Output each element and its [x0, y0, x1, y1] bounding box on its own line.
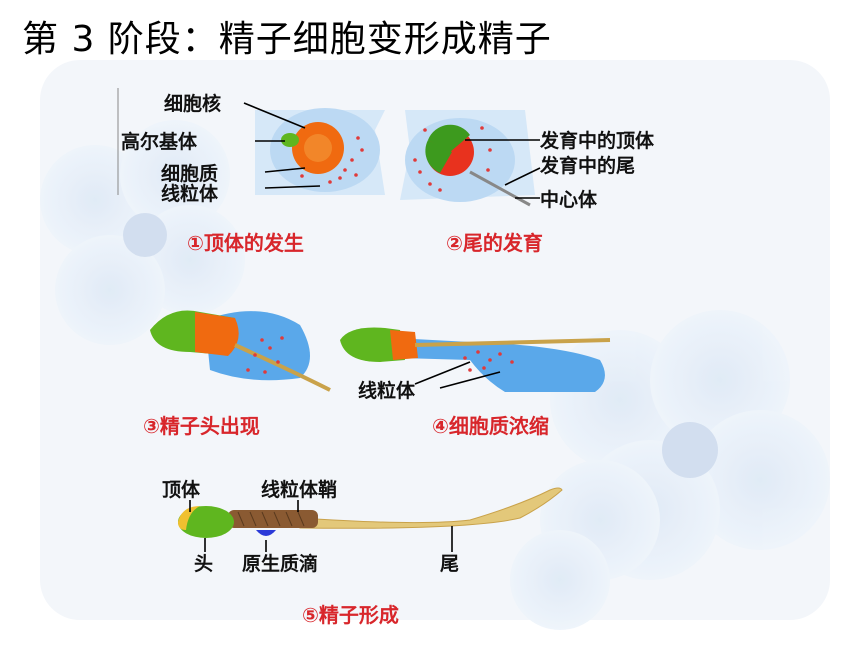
panel-1: 细胞核 高尔基体 细胞质 线粒体 ①顶体的发生 [121, 92, 385, 255]
mitochondria-dots-3 [246, 336, 284, 374]
mitochondria-dots-4 [463, 350, 514, 372]
developing-acrosome [428, 124, 470, 152]
leader-lines-4 [414, 361, 501, 389]
caption-2: ②尾的发育 [446, 231, 543, 255]
label-cytoplasm: 细胞质 [161, 162, 218, 185]
mitochondria-dots-2 [413, 126, 492, 192]
leader-lines-1 [243, 102, 321, 189]
leader-lines-2 [465, 139, 541, 199]
label-tail: 尾 [440, 553, 459, 575]
caption-3: ③精子头出现 [143, 414, 260, 438]
developing-tail [469, 170, 531, 207]
tail-4 [414, 338, 611, 347]
panel-3: ③精子头出现 [143, 310, 331, 438]
cytoplasmic-droplet [256, 530, 276, 536]
tail-5 [299, 487, 563, 529]
panel-4: 线粒体 ④细胞质浓缩 [340, 327, 611, 438]
label-mitochondrial-sheath: 线粒体鞘 [261, 478, 337, 501]
label-cytoplasmic-droplet: 原生质滴 [242, 552, 318, 575]
mitochondrial-sheath [228, 510, 318, 528]
label-nucleus: 细胞核 [164, 92, 221, 115]
tail-3 [234, 343, 331, 392]
label-developing-tail: 发育中的尾 [539, 154, 635, 177]
cytoplasm-4 [395, 338, 605, 392]
label-centriole: 中心体 [540, 188, 598, 211]
acrosome-3 [195, 312, 239, 356]
leader-lines-5 [189, 500, 453, 552]
nucleus-4 [340, 327, 405, 362]
flower-left [40, 120, 245, 345]
slide-title: 第 3 阶段：精子细胞变形成精子 [22, 19, 552, 60]
head-5 [178, 506, 234, 538]
panel-5: 顶体 线粒体鞘 头 原生质滴 尾 ⑤精子形成 [162, 478, 563, 627]
label-head: 头 [194, 553, 213, 575]
label-developing-acrosome: 发育中的顶体 [539, 129, 655, 152]
label-acrosome: 顶体 [162, 478, 201, 501]
label-golgi: 高尔基体 [121, 130, 198, 153]
mitochondria-dots-1 [300, 136, 364, 184]
acrosome-4 [390, 330, 418, 360]
caption-1: ①顶体的发生 [187, 231, 304, 255]
panel-2: 发育中的顶体 发育中的尾 中心体 ②尾的发育 [400, 110, 655, 255]
label-mitochondria: 线粒体 [161, 182, 219, 205]
label-mitochondria-4: 线粒体 [358, 379, 416, 402]
acrosome-5 [178, 506, 200, 530]
caption-4: ④细胞质浓缩 [432, 414, 549, 438]
golgi-body [281, 133, 299, 147]
caption-5: ⑤精子形成 [302, 603, 399, 627]
